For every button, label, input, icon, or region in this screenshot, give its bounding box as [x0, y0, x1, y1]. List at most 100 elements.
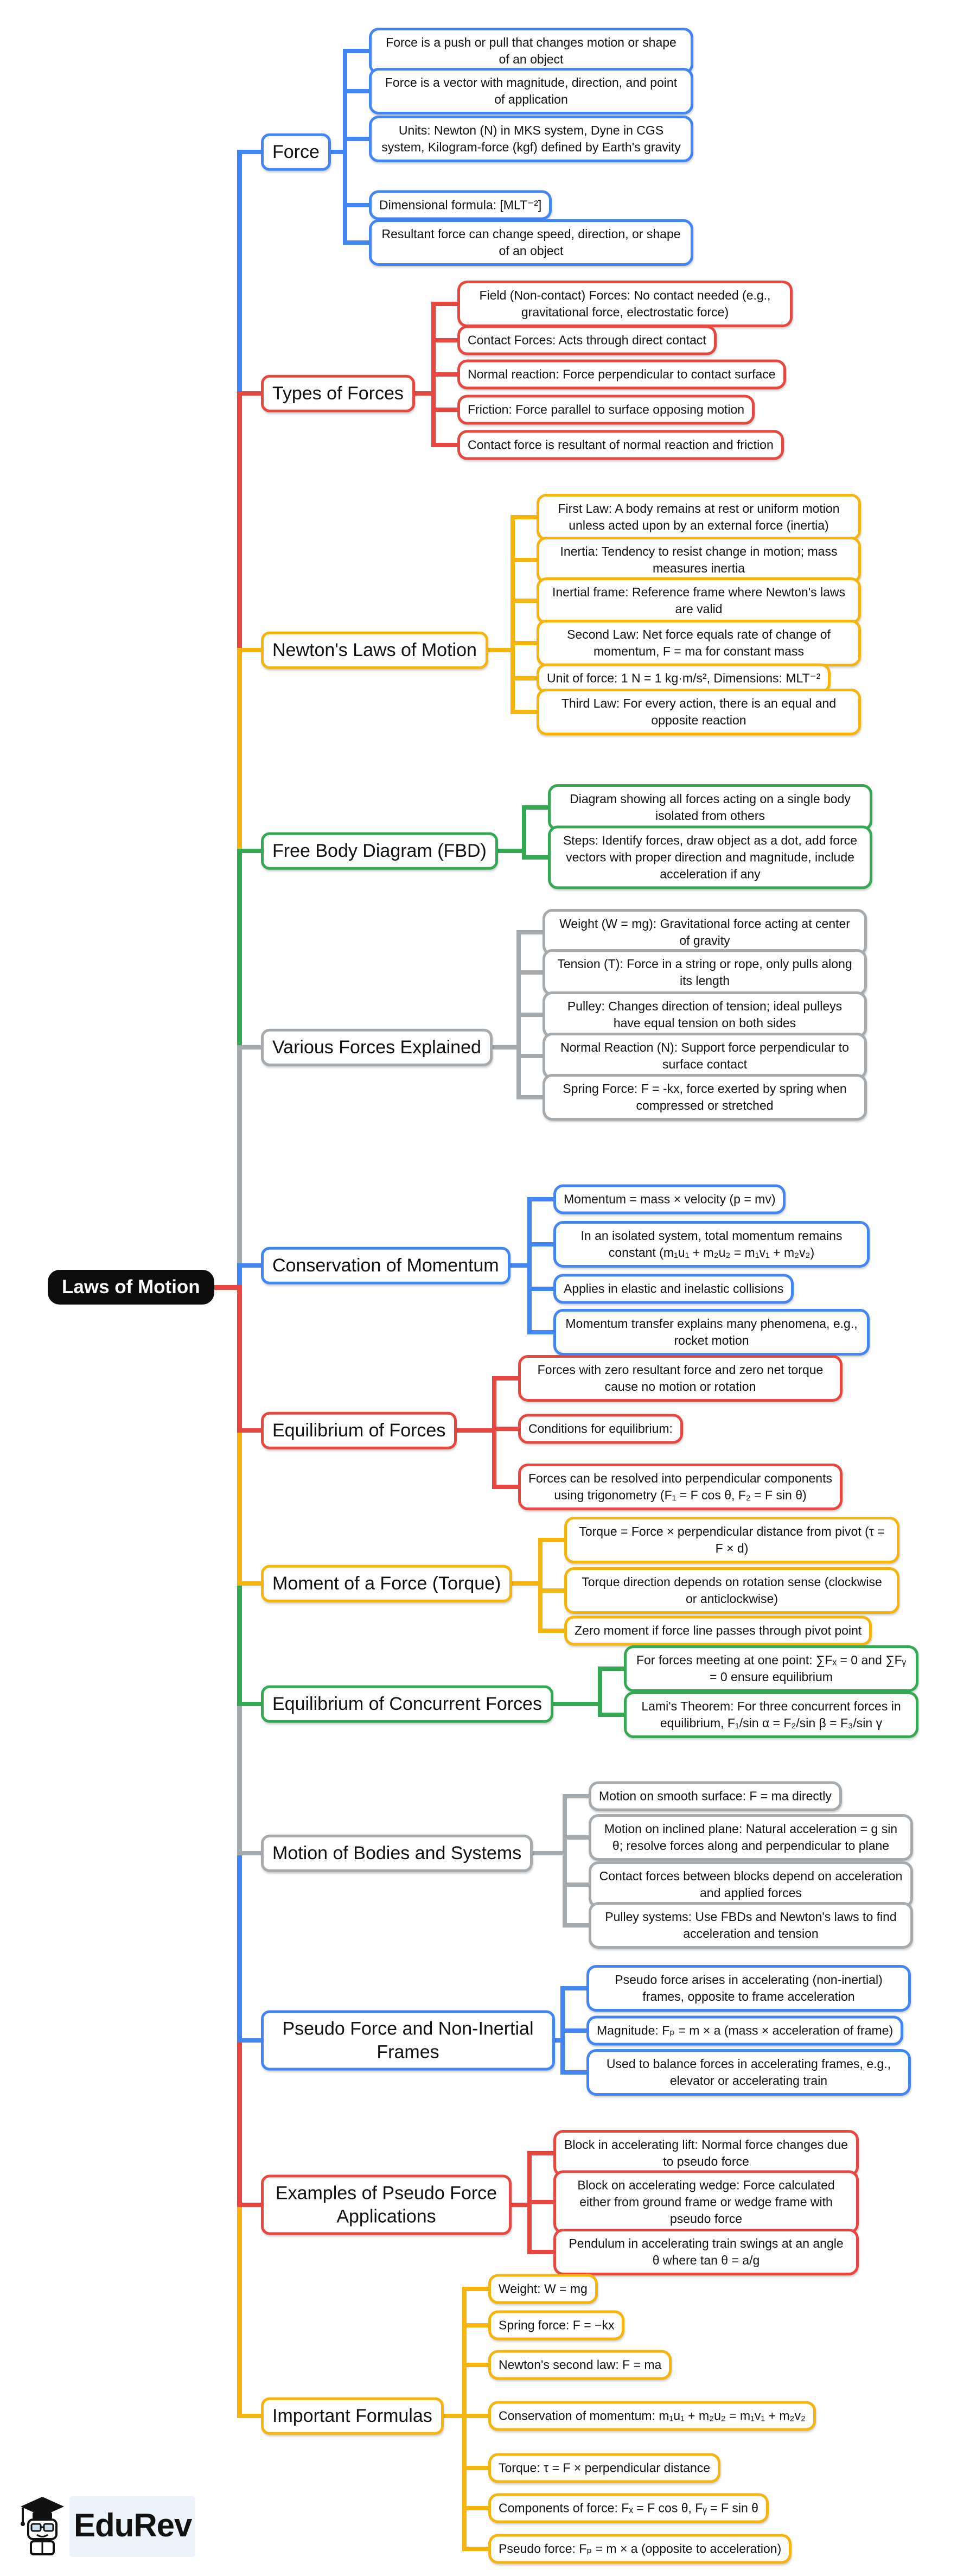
child-node[interactable]: Momentum transfer explains many phenomen… — [553, 1308, 870, 1356]
connector-line — [527, 1287, 563, 1291]
connector-line — [462, 2323, 498, 2327]
child-node[interactable]: Torque direction depends on rotation sen… — [564, 1567, 899, 1614]
connector-line — [510, 558, 546, 562]
connector-line — [538, 1538, 574, 1542]
child-node[interactable]: Pulley systems: Use FBDs and Newton's la… — [589, 1901, 913, 1949]
edurev-logo[interactable]: EduRev — [16, 2491, 192, 2559]
child-node[interactable]: Field (Non-contact) Forces: No contact n… — [457, 280, 793, 328]
connector-line — [237, 648, 242, 853]
branch-label[interactable]: Free Body Diagram (FBD) — [261, 832, 498, 870]
branch-label[interactable]: Pseudo Force and Non-Inertial Frames — [261, 2010, 555, 2071]
connector-line — [237, 1285, 242, 1433]
child-node[interactable]: Diagram showing all forces acting on a s… — [548, 784, 872, 831]
child-node[interactable]: Pseudo force arises in accelerating (non… — [586, 1964, 911, 2012]
connector-line — [492, 1485, 528, 1489]
child-node[interactable]: For forces meeting at one point: ∑Fₓ = 0… — [624, 1645, 918, 1693]
branch-label[interactable]: Moment of a Force (Torque) — [261, 1564, 513, 1602]
connector-line — [563, 1923, 598, 1928]
child-node[interactable]: Pulley: Changes direction of tension; id… — [543, 991, 867, 1039]
child-node[interactable]: Force is a vector with magnitude, direct… — [369, 67, 693, 115]
connector-line — [516, 970, 552, 975]
child-node[interactable]: Spring Force: F = -kx, force exerted by … — [543, 1073, 867, 1121]
connector-line — [237, 391, 272, 396]
child-node[interactable]: Resultant force can change speed, direct… — [369, 219, 693, 266]
connector-line — [563, 1835, 598, 1840]
connector-line — [431, 372, 467, 377]
child-node[interactable]: Force is a push or pull that changes mot… — [369, 27, 693, 75]
connector-line — [462, 2287, 498, 2291]
connector-line — [538, 1588, 574, 1593]
branch-label[interactable]: Conservation of Momentum — [261, 1246, 510, 1284]
child-node[interactable]: Contact Forces: Acts through direct cont… — [457, 325, 717, 355]
child-node[interactable]: Weight (W = mg): Gravitational force act… — [543, 908, 867, 956]
central-topic-node[interactable]: Laws of Motion — [48, 1270, 214, 1305]
child-node[interactable]: Block on accelerating wedge: Force calcu… — [553, 2170, 859, 2234]
child-node[interactable]: Conservation of momentum: m₁u₁ + m₂u₂ = … — [488, 2401, 816, 2431]
branch-label[interactable]: Motion of Bodies and Systems — [261, 1834, 533, 1872]
child-node[interactable]: Weight: W = mg — [488, 2274, 598, 2304]
branch-label[interactable]: Examples of Pseudo Force Applications — [261, 2174, 512, 2235]
connector-line — [237, 2038, 242, 2207]
connector-line — [560, 2028, 596, 2033]
connector-line — [237, 849, 272, 853]
connector-line — [522, 805, 526, 860]
child-node[interactable]: Components of force: Fₓ = F cos θ, Fᵧ = … — [488, 2493, 769, 2523]
connector-line — [598, 1713, 634, 1717]
connector-line — [527, 2250, 563, 2254]
connector-line — [237, 1045, 242, 1268]
child-node[interactable]: First Law: A body remains at rest or uni… — [537, 493, 861, 541]
child-node[interactable]: Contact force is resultant of normal rea… — [457, 430, 784, 460]
child-node[interactable]: Forces can be resolved into perpendicula… — [518, 1463, 843, 1511]
connector-line — [527, 1197, 563, 1201]
child-node[interactable]: Normal reaction: Force perpendicular to … — [457, 359, 786, 390]
connector-line — [237, 150, 272, 154]
child-node[interactable]: Lami's Theorem: For three concurrent for… — [624, 1691, 918, 1739]
branch-label[interactable]: Types of Forces — [261, 374, 415, 412]
child-node[interactable]: Zero moment if force line passes through… — [564, 1615, 872, 1646]
child-node[interactable]: Forces with zero resultant force and zer… — [518, 1354, 843, 1402]
connector-line — [237, 648, 272, 652]
child-node[interactable]: Third Law: For every action, there is an… — [537, 688, 861, 736]
child-node[interactable]: Dimensional formula: [MLT⁻²] — [369, 190, 552, 220]
connector-line — [510, 515, 546, 519]
branch-label[interactable]: Newton's Laws of Motion — [261, 631, 488, 669]
connector-line — [522, 805, 558, 810]
child-node[interactable]: Inertia: Tendency to resist change in mo… — [537, 536, 861, 584]
child-node[interactable]: Magnitude: Fₚ = m × a (mass × accelerati… — [586, 2015, 904, 2046]
branch-label[interactable]: Equilibrium of Forces — [261, 1411, 457, 1449]
child-node[interactable]: Motion on smooth surface: F = ma directl… — [589, 1781, 842, 1811]
child-node[interactable]: Friction: Force parallel to surface oppo… — [457, 395, 755, 425]
child-node[interactable]: Momentum = mass × velocity (p = mv) — [553, 1184, 786, 1214]
child-node[interactable]: Applies in elastic and inelastic collisi… — [553, 1274, 794, 1304]
branch-label[interactable]: Important Formulas — [261, 2397, 444, 2435]
graduation-cap-mascot-icon — [21, 2497, 64, 2555]
branch-label[interactable]: Various Forces Explained — [261, 1028, 493, 1066]
child-node[interactable]: Second Law: Net force equals rate of cha… — [537, 619, 861, 667]
connector-line — [516, 930, 552, 934]
child-node[interactable]: Torque: τ = F × perpendicular distance — [488, 2453, 721, 2483]
child-node[interactable]: In an isolated system, total momentum re… — [553, 1220, 870, 1268]
child-node[interactable]: Motion on inclined plane: Natural accele… — [589, 1814, 913, 1861]
child-node[interactable]: Spring force: F = −kx — [488, 2310, 625, 2340]
child-node[interactable]: Torque = Force × perpendicular distance … — [564, 1516, 899, 1564]
branch-label[interactable]: Force — [261, 133, 331, 171]
connector-line — [237, 2038, 272, 2043]
child-node[interactable]: Inertial frame: Reference frame where Ne… — [537, 577, 861, 625]
child-node[interactable]: Used to balance forces in accelerating f… — [586, 2049, 911, 2096]
child-node[interactable]: Pseudo force: Fₚ = m × a (opposite to ac… — [488, 2534, 792, 2564]
child-node[interactable]: Block in accelerating lift: Normal force… — [553, 2129, 859, 2177]
branch-label[interactable]: Equilibrium of Concurrent Forces — [261, 1685, 553, 1723]
child-node[interactable]: Units: Newton (N) in MKS system, Dyne in… — [369, 115, 693, 163]
connector-line — [237, 150, 242, 396]
child-node[interactable]: Steps: Identify forces, draw object as a… — [548, 825, 872, 889]
child-node[interactable]: Normal Reaction (N): Support force perpe… — [543, 1032, 867, 1080]
connector-line — [431, 408, 467, 412]
connector-line — [343, 137, 379, 141]
child-node[interactable]: Pendulum in accelerating train swings at… — [553, 2228, 859, 2276]
child-node[interactable]: Conditions for equilibrium: — [518, 1414, 683, 1444]
child-node[interactable]: Contact forces between blocks depend on … — [589, 1861, 913, 1909]
child-node[interactable]: Tension (T): Force in a string or rope, … — [543, 949, 867, 996]
connector-line — [343, 203, 379, 207]
child-node[interactable]: Newton's second law: F = ma — [488, 2350, 672, 2380]
